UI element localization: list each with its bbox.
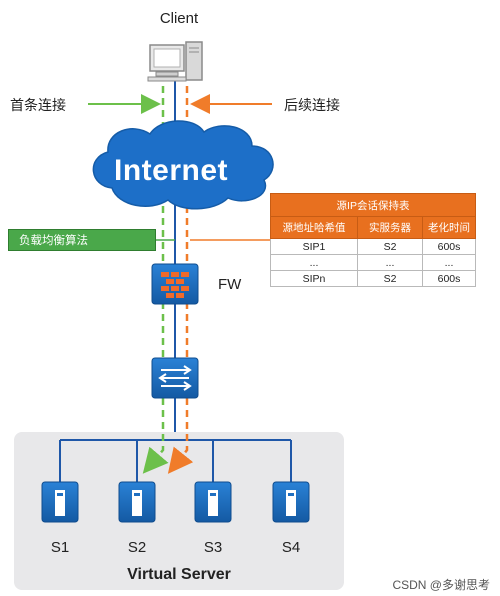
server-icon-s4 — [272, 481, 310, 523]
session-table-title: 源IP会话保持表 — [270, 193, 476, 217]
table-row: SIP1 S2 600s — [270, 238, 476, 255]
table-cell: 600s — [422, 270, 476, 287]
table-cell: SIP1 — [270, 238, 358, 255]
server-label-s4: S4 — [281, 539, 301, 556]
session-table-header: 实服务器 — [357, 216, 423, 239]
table-cell: ... — [422, 254, 476, 271]
server-label-s2: S2 — [127, 539, 147, 556]
firewall-icon — [151, 263, 199, 305]
session-table-header: 老化时间 — [422, 216, 476, 239]
server-label-s3: S3 — [203, 539, 223, 556]
table-cell: SIPn — [270, 270, 358, 287]
virtual-server-label: Virtual Server — [127, 566, 231, 583]
first-connection-path — [142, 86, 169, 474]
subsequent-connection-label: 后续连接 — [284, 97, 340, 113]
server-group-panel — [14, 432, 344, 590]
session-table: 源IP会话保持表 源地址哈希值 实服务器 老化时间 SIP1 S2 600s .… — [270, 193, 476, 287]
server-label-s1: S1 — [50, 539, 70, 556]
table-cell: ... — [357, 254, 423, 271]
load-balancing-algorithm-box: 负载均衡算法 — [8, 229, 156, 251]
session-table-header: 源地址哈希值 — [270, 216, 358, 239]
internet-label: Internet — [114, 154, 229, 187]
computer-icon — [147, 41, 203, 82]
firewall-label: FW — [218, 276, 242, 293]
server-icon-s3 — [194, 481, 232, 523]
server-icon-s1 — [41, 481, 79, 523]
table-row: ... ... ... — [270, 254, 476, 271]
server-icon-s2 — [118, 481, 156, 523]
first-connection-label: 首条连接 — [10, 97, 66, 113]
table-cell: S2 — [357, 270, 423, 287]
table-cell: 600s — [422, 238, 476, 255]
table-cell: S2 — [357, 238, 423, 255]
client-label: Client — [159, 10, 199, 27]
table-row: SIPn S2 600s — [270, 270, 476, 287]
internet-cloud — [92, 120, 274, 210]
watermark: CSDN @多谢思考 — [392, 578, 490, 592]
table-cell: ... — [270, 254, 358, 271]
switch-icon — [151, 357, 199, 399]
